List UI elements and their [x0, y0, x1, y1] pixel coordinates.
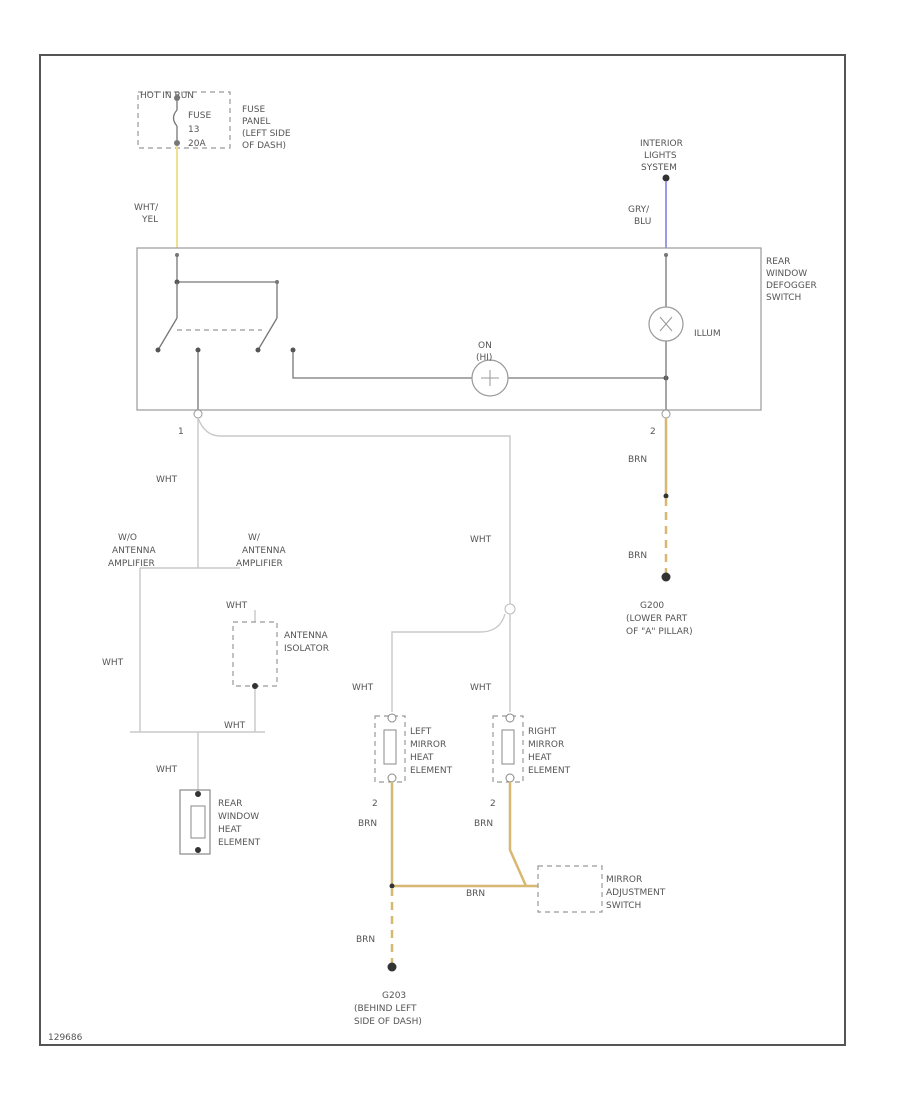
interior-lights-label-2: LIGHTS — [644, 151, 677, 161]
rear-heat-label-1: REAR — [218, 799, 242, 809]
mirror-adjustment-switch-box — [537, 865, 603, 913]
isolator-label-2: ISOLATOR — [284, 644, 329, 654]
wht-label-2: WHT — [470, 535, 492, 545]
isolator-label-1: ANTENNA — [284, 631, 329, 641]
w-amp-label-2: ANTENNA — [242, 546, 287, 556]
wht-label-8: WHT — [470, 683, 492, 693]
fuse-panel-component: HOT IN RUN FUSE 13 20A — [137, 91, 231, 149]
wo-amp-label-1: W/O — [118, 533, 137, 543]
wht-label-5: WHT — [224, 721, 246, 731]
rear-window-heat-element — [179, 789, 211, 855]
g203-label-2: (BEHIND LEFT — [354, 1004, 417, 1014]
fuse-amp-text: 20A — [188, 139, 206, 149]
mirror-switch-label-3: SWITCH — [606, 901, 641, 911]
brn-label-left-mirror: BRN — [358, 819, 377, 829]
wht-label-4: WHT — [226, 601, 248, 611]
fuse-top-terminal — [174, 95, 180, 101]
g200-label-3: OF "A" PILLAR) — [626, 627, 693, 637]
right-mirror-label-4: ELEMENT — [528, 766, 571, 776]
wht-yel-label-2: YEL — [141, 215, 158, 225]
illum-label: ILLUM — [694, 329, 721, 339]
rear-heat-label-3: HEAT — [218, 825, 242, 835]
left-mirror-label-4: ELEMENT — [410, 766, 453, 776]
diagram-border — [39, 54, 846, 1046]
mirror-switch-label-1: MIRROR — [606, 875, 642, 885]
interior-lights-terminal — [662, 174, 670, 182]
wht-label-6: WHT — [156, 765, 178, 775]
fuse-label-2: PANEL — [242, 117, 270, 127]
fuse-link — [172, 109, 178, 127]
brn-label-switch: BRN — [466, 889, 485, 899]
wht-wiring — [130, 417, 516, 790]
w-amp-label-1: W/ — [248, 533, 261, 543]
wo-amp-label-3: AMPLIFIER — [108, 559, 155, 569]
brn-label-g203: BRN — [356, 935, 375, 945]
w-amp-label-3: AMPLIFIER — [236, 559, 283, 569]
switch-internals — [155, 253, 684, 410]
brn-label-g200-1: BRN — [628, 455, 647, 465]
wo-amp-label-2: ANTENNA — [112, 546, 157, 556]
right-mirror-pin: 2 — [490, 799, 496, 809]
fuse-label-1: FUSE — [242, 105, 265, 115]
rear-heat-label-2: WINDOW — [218, 812, 259, 822]
interior-lights-label-1: INTERIOR — [640, 139, 683, 149]
right-mirror-label-3: HEAT — [528, 753, 552, 763]
fuse-label-3: (LEFT SIDE — [242, 129, 291, 139]
on-label-1: ON — [478, 341, 492, 351]
fuse-number-text: 13 — [188, 125, 199, 135]
fuse-label-4: OF DASH) — [242, 141, 286, 151]
rear-heat-label-4: ELEMENT — [218, 838, 261, 848]
right-mirror-heat-element — [492, 713, 524, 783]
switch-pin-2: 2 — [650, 427, 656, 437]
brn-label-right-mirror: BRN — [474, 819, 493, 829]
right-mirror-label-1: RIGHT — [528, 727, 557, 737]
g200-label-1: G200 — [640, 601, 664, 611]
fuse-header-text: HOT IN RUN — [140, 91, 194, 101]
wht-yel-label-1: WHT/ — [134, 203, 159, 213]
switch-label-2: WINDOW — [766, 269, 807, 279]
interior-lights-label-3: SYSTEM — [641, 163, 677, 173]
wht-label-7: WHT — [352, 683, 374, 693]
switch-pin-1: 1 — [178, 427, 184, 437]
wht-label-1: WHT — [156, 475, 178, 485]
g203-label-3: SIDE OF DASH) — [354, 1017, 422, 1027]
mirror-switch-label-2: ADJUSTMENT — [606, 888, 666, 898]
switch-label-4: SWITCH — [766, 293, 801, 303]
switch-pin-1-terminal — [193, 409, 203, 419]
wht-label-3: WHT — [102, 658, 124, 668]
left-mirror-label-3: HEAT — [410, 753, 434, 763]
switch-label-3: DEFOGGER — [766, 281, 817, 291]
switch-label-1: REAR — [766, 257, 790, 267]
right-mirror-label-2: MIRROR — [528, 740, 564, 750]
left-mirror-label-1: LEFT — [410, 727, 432, 737]
ground-g200-symbol — [661, 572, 671, 582]
brn-label-g200-2: BRN — [628, 551, 647, 561]
gry-blu-label-1: GRY/ — [628, 205, 650, 215]
fuse-line-text: FUSE — [188, 111, 211, 121]
ground-g203-symbol — [387, 962, 397, 972]
gry-blu-label-2: BLU — [634, 217, 651, 227]
left-mirror-pin: 2 — [372, 799, 378, 809]
defogger-switch-box — [136, 247, 762, 411]
g200-label-2: (LOWER PART — [626, 614, 688, 624]
g203-label-1: G203 — [382, 991, 406, 1001]
brn-mirror-wiring — [389, 782, 538, 966]
left-mirror-label-2: MIRROR — [410, 740, 446, 750]
fuse-bottom-terminal — [174, 140, 180, 146]
diagram-id: 129686 — [48, 1033, 83, 1043]
on-label-2: (HI) — [476, 353, 492, 363]
left-mirror-heat-element — [374, 713, 406, 783]
switch-pin-2-terminal — [661, 409, 671, 419]
antenna-isolator-box — [232, 621, 278, 687]
